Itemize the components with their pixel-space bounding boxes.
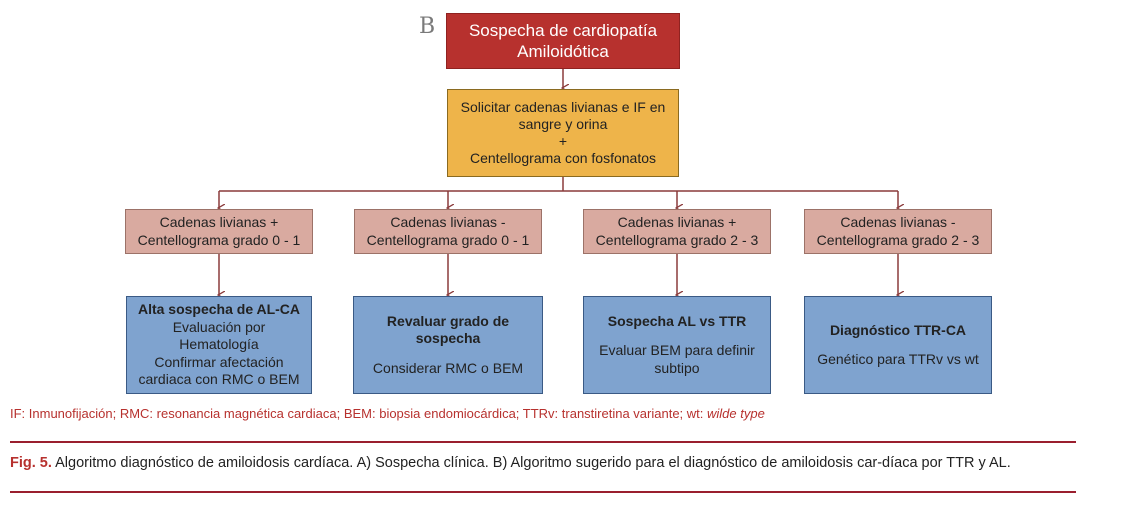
condition-box-4: Cadenas livianas - Centellograma grado 2… [804, 209, 992, 254]
footnote-text: IF: Inmunofijación; RMC: resonancia magn… [10, 406, 708, 421]
caption-top-rule [10, 441, 1076, 443]
initial-tests-box: Solicitar cadenas livianas e IF en sangr… [447, 89, 679, 177]
condition-box-3: Cadenas livianas + Centellograma grado 2… [583, 209, 771, 254]
result-2-line-1: Considerar RMC o BEM [372, 359, 524, 376]
result-4-heading: Diagnóstico TTR-CA [829, 321, 967, 338]
result-1-heading: Alta sospecha de AL-CA [137, 301, 301, 318]
abbreviations-footnote: IF: Inmunofijación; RMC: resonancia magn… [10, 406, 765, 421]
suspicion-line-2: Amiloidótica [517, 42, 609, 61]
condition-2-line-1: Cadenas livianas - [390, 214, 506, 230]
result-1-line-2: Hematología [179, 336, 259, 353]
panel-label: B [419, 14, 436, 39]
result-3-heading: Sospecha AL vs TTR [607, 312, 747, 329]
caption-text: Algoritmo diagnóstico de amiloidosis car… [51, 455, 1011, 471]
result-1-line-3: Confirmar afectación [154, 353, 284, 370]
result-3-line-1: Evaluar BEM para definir [599, 342, 755, 359]
result-box-2: Revaluar grado de sospecha Considerar RM… [353, 296, 543, 394]
condition-4-line-1: Cadenas livianas - [840, 214, 956, 230]
result-1-line-4: cardiaca con RMC o BEM [138, 371, 300, 388]
condition-box-1: Cadenas livianas + Centellograma grado 0… [125, 209, 313, 254]
tests-line-3: Centellograma con fosfonatos [470, 149, 656, 166]
tests-line-2: sangre y orina [518, 116, 608, 133]
result-3-line-2: subtipo [654, 359, 700, 376]
suspicion-box: Sospecha de cardiopatía Amiloidótica [446, 13, 680, 69]
condition-3-line-1: Cadenas livianas + [617, 214, 737, 230]
condition-1-line-2: Centellograma grado 0 - 1 [137, 231, 301, 248]
result-box-3: Sospecha AL vs TTR Evaluar BEM para defi… [583, 296, 771, 394]
condition-2-line-2: Centellograma grado 0 - 1 [366, 231, 530, 248]
result-box-4: Diagnóstico TTR-CA Genético para TTRv vs… [804, 296, 992, 394]
footnote-italic: wilde type [707, 406, 765, 421]
condition-4-line-2: Centellograma grado 2 - 3 [816, 231, 980, 248]
result-box-1: Alta sospecha de AL-CA Evaluación por He… [126, 296, 312, 394]
figure-label: Fig. 5. [10, 455, 52, 471]
condition-3-line-2: Centellograma grado 2 - 3 [595, 231, 759, 248]
condition-box-2: Cadenas livianas - Centellograma grado 0… [354, 209, 542, 254]
result-4-line-1: Genético para TTRv vs wt [817, 351, 979, 367]
condition-1-line-1: Cadenas livianas + [159, 214, 279, 230]
figure-caption: Fig. 5. Algoritmo diagnóstico de amiloid… [10, 454, 1076, 473]
result-2-heading-1: Revaluar grado de [386, 312, 510, 329]
suspicion-line-1: Sospecha de cardiopatía [468, 20, 658, 40]
tests-line-1: Solicitar cadenas livianas e IF en [460, 99, 666, 116]
result-2-heading-2: sospecha [415, 330, 481, 347]
caption-bottom-rule [10, 491, 1076, 493]
tests-plus: + [558, 133, 568, 149]
result-1-line-1: Evaluación por [172, 318, 266, 335]
